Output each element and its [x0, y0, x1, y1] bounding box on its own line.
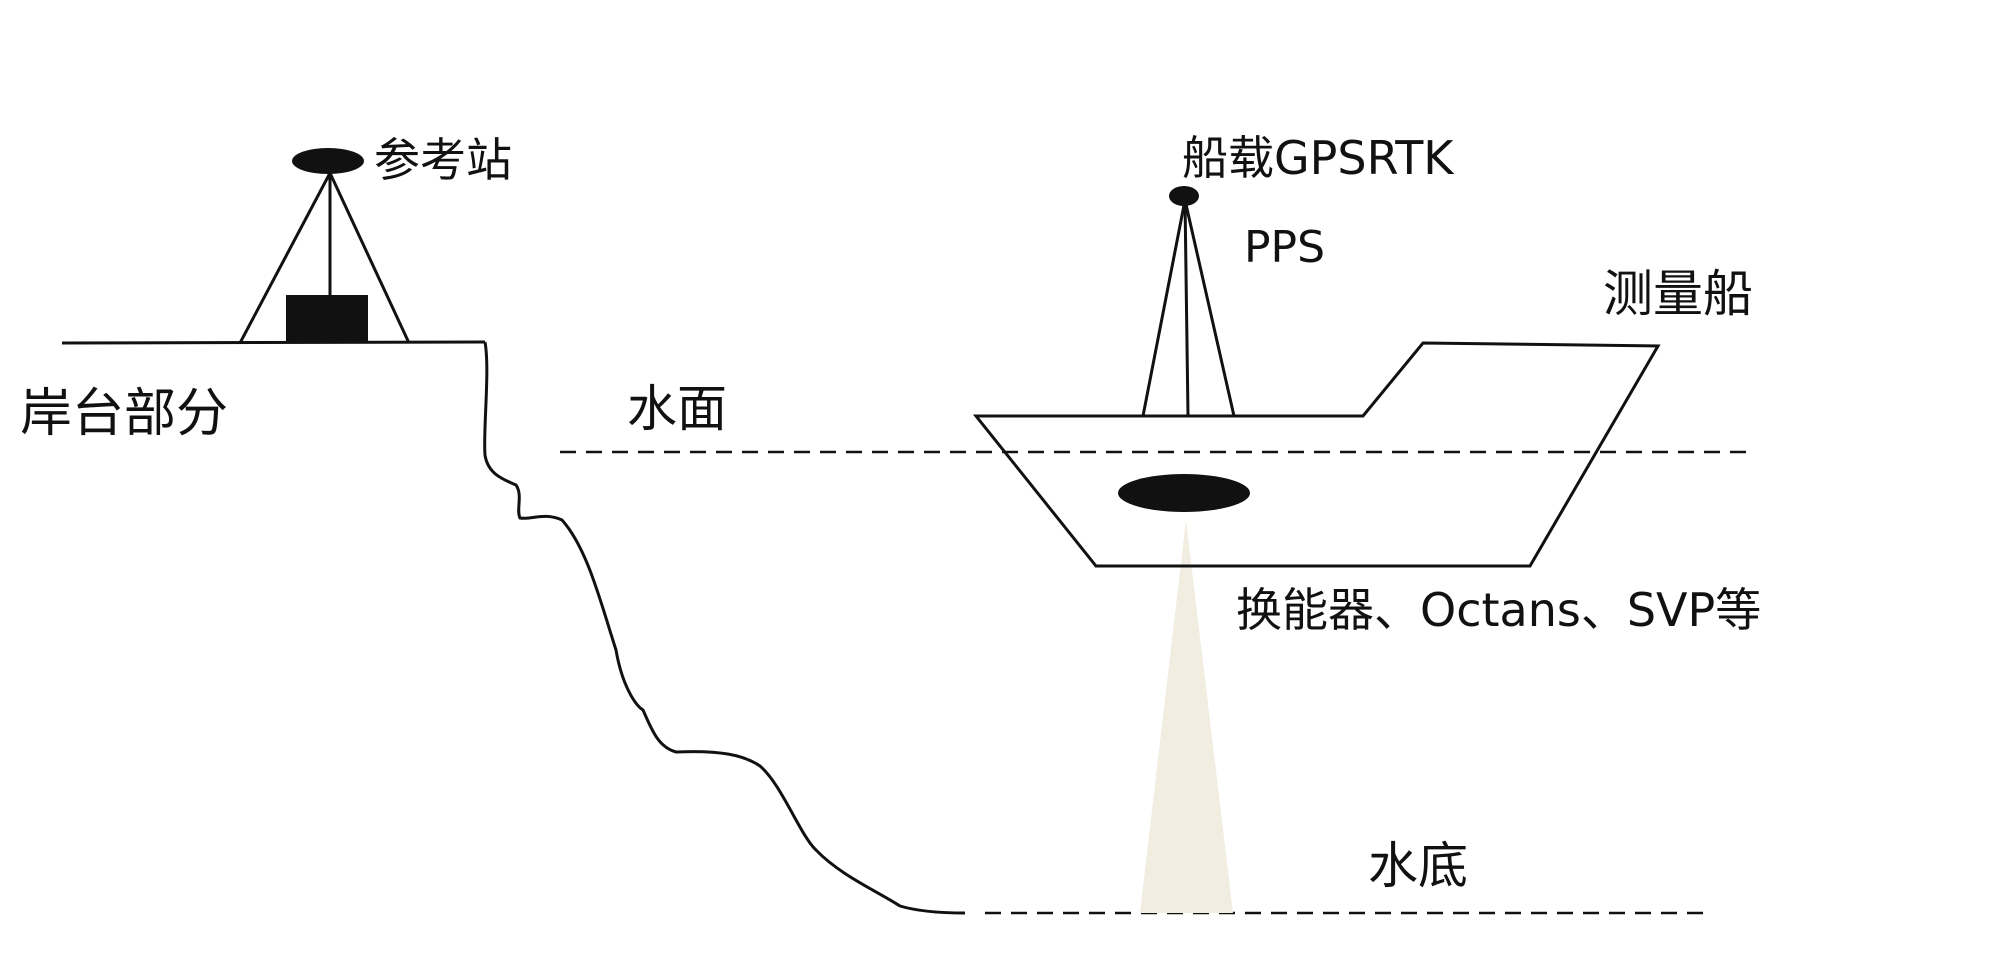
ship-mast-left — [1141, 199, 1187, 417]
label-pps: PPS — [1244, 222, 1325, 273]
gps-antenna-icon — [1169, 186, 1199, 206]
station-tripod-right — [328, 172, 411, 344]
label-transducer: 换能器、Octans、SVP等 — [1236, 583, 1761, 637]
survey-ship — [972, 186, 1661, 568]
shore-platform-line — [61, 340, 486, 345]
reference-station — [238, 148, 411, 344]
label-survey-ship: 测量船 — [1603, 265, 1753, 323]
label-reference-station: 参考站 — [374, 133, 512, 187]
label-water-bottom: 水底 — [1368, 837, 1468, 895]
sonar-beam — [1140, 520, 1233, 913]
transducer-icon — [1118, 474, 1250, 512]
shore-structure — [61, 340, 966, 915]
ship-mast-right — [1183, 199, 1236, 417]
reference-antenna-icon — [292, 148, 364, 174]
label-shore-part: 岸台部分 — [20, 384, 228, 444]
coastline-profile — [483, 341, 966, 915]
station-tripod-left — [238, 172, 332, 344]
label-ship-gps: 船载GPSRTK — [1182, 131, 1455, 185]
label-water-surface: 水面 — [627, 380, 727, 438]
station-box — [286, 295, 368, 343]
ship-hull-outline — [972, 341, 1661, 568]
ship-mast-center — [1183, 199, 1190, 417]
